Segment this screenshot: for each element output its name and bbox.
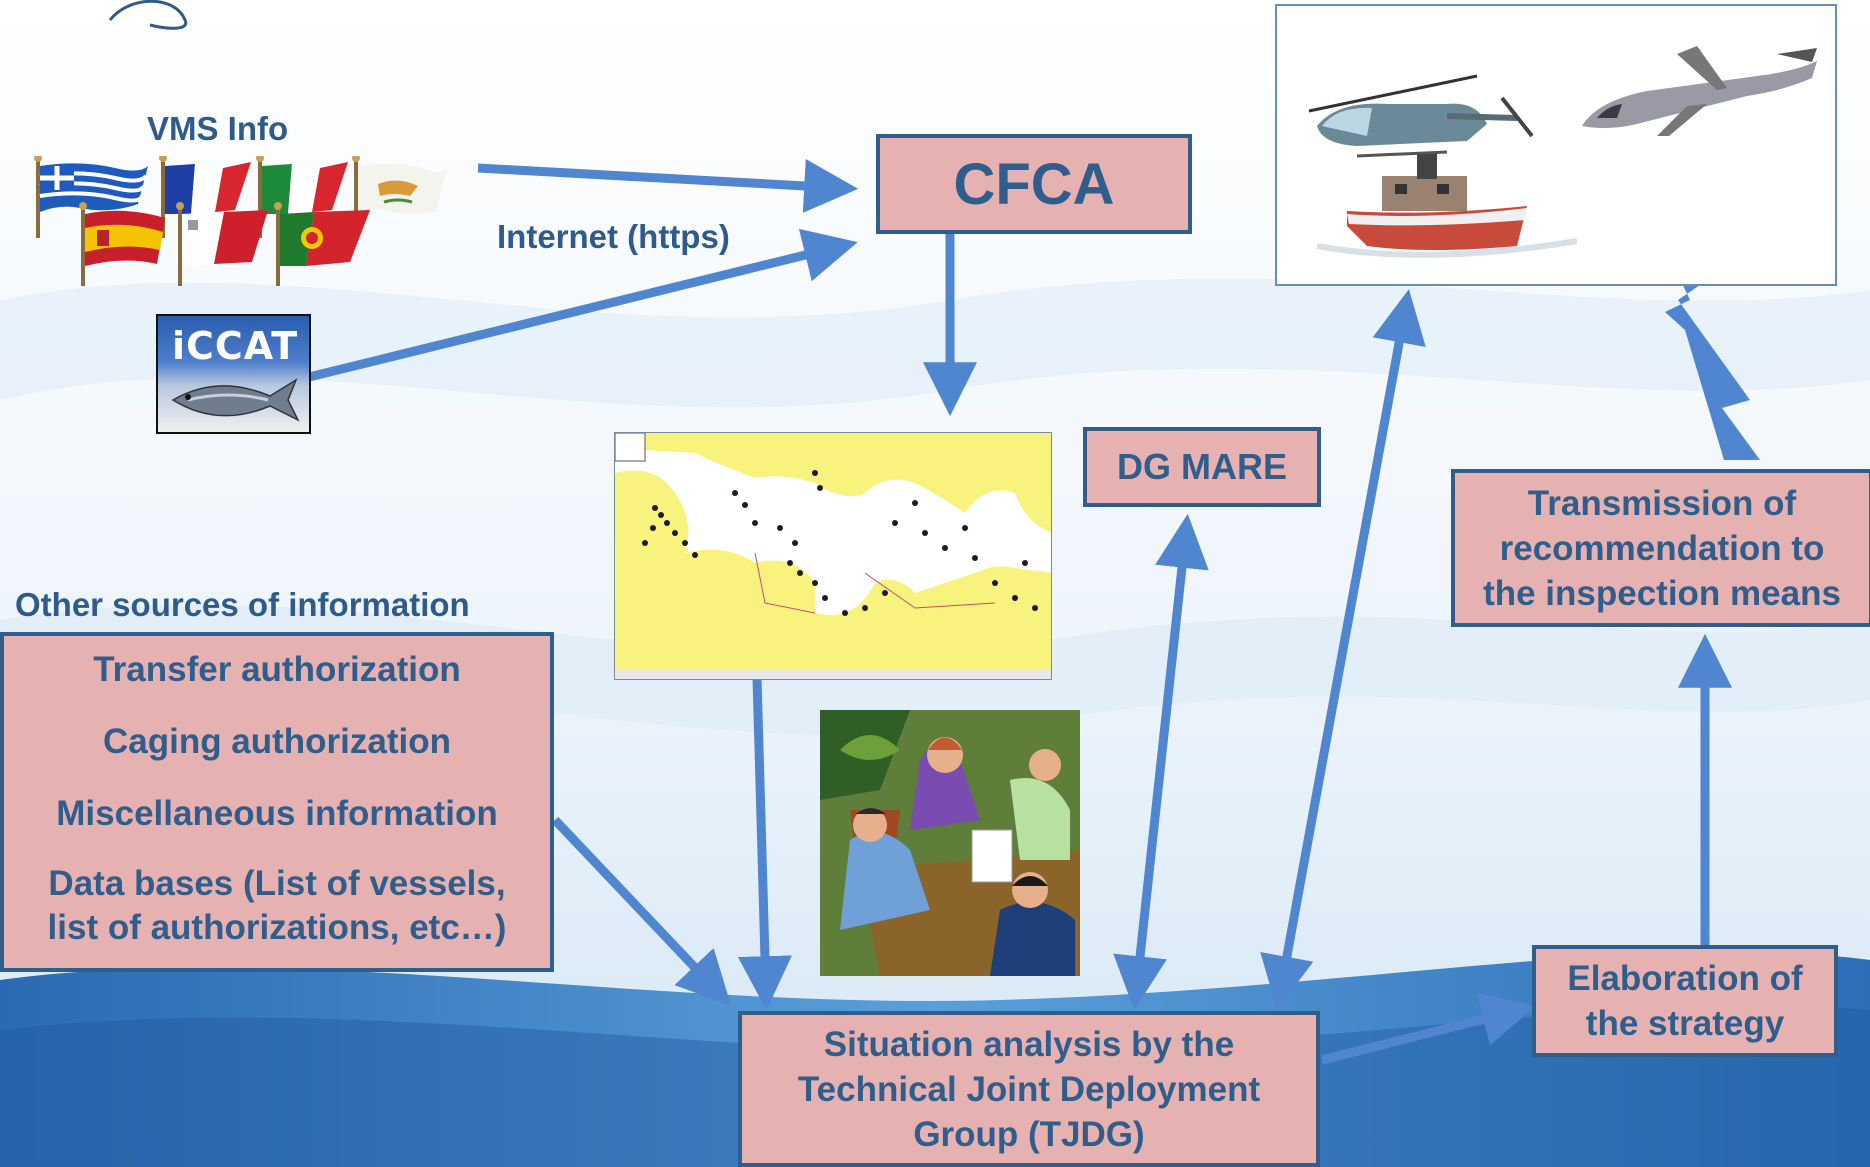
transmission-line-3: the inspection means <box>1483 573 1841 613</box>
transmission-line-2: recommendation to <box>1499 528 1825 568</box>
source-databases-line-2: list of authorizations, etc…) <box>47 908 507 947</box>
elaboration-line-2: the strategy <box>1585 1004 1785 1043</box>
inspection-means-panel <box>1275 4 1837 286</box>
map-graphic <box>615 433 1051 679</box>
transmission-line-1: Transmission of <box>1527 483 1797 523</box>
source-miscellaneous-information: Miscellaneous information <box>56 794 498 833</box>
situation-line-3: Group (TJDG) <box>913 1114 1145 1154</box>
arrow-iccat-to-cfca <box>303 228 858 383</box>
dg-mare-box: DG MARE <box>1083 427 1321 507</box>
portugal-flag-icon <box>274 202 370 286</box>
dg-mare-label: DG MARE <box>1117 446 1287 487</box>
patrol-boat-icon <box>1316 154 1578 258</box>
iccat-logo: iCCAT <box>156 314 311 434</box>
helicopter-icon <box>1308 74 1534 158</box>
situation-line-1: Situation analysis by the <box>823 1024 1235 1064</box>
elaboration-line-1: Elaboration of <box>1567 959 1803 998</box>
other-sources-label: Other sources of information <box>15 586 470 623</box>
greece-flag-icon <box>34 156 148 238</box>
spain-flag-icon <box>79 202 165 286</box>
italy-flag-icon <box>256 156 348 238</box>
meeting-graphic <box>820 710 1080 976</box>
cfca-label: CFCA <box>953 151 1115 217</box>
other-sources-box: Transfer authorization Caging authorizat… <box>0 632 554 972</box>
lightning-arrow <box>1640 195 1760 460</box>
tuna-icon <box>171 378 300 422</box>
arrow-vms-to-cfca <box>477 158 859 213</box>
iccat-logo-text: iCCAT <box>172 324 299 368</box>
cfca-box: CFCA <box>876 134 1192 234</box>
source-transfer-authorization: Transfer authorization <box>93 650 461 689</box>
inspection-means-graphic <box>1308 46 1817 258</box>
source-caging-authorization: Caging authorization <box>102 722 452 761</box>
arrow-map-to-situation <box>737 677 792 1011</box>
situation-line-2: Technical Joint Deployment <box>797 1069 1261 1109</box>
elaboration-box: Elaboration of the strategy <box>1532 945 1838 1057</box>
arrow-sources-to-situation <box>551 816 732 1006</box>
vms-info-label: VMS Info <box>147 110 289 147</box>
internet-label: Internet (https) <box>497 218 730 255</box>
arrow-situation-dgmare <box>1113 513 1209 1011</box>
transmission-box: Transmission of recommendation to the in… <box>1451 469 1870 627</box>
situation-analysis-box: Situation analysis by the Technical Join… <box>738 1011 1320 1167</box>
mediterranean-map <box>614 432 1052 680</box>
arrow-situation-to-elaboration <box>1320 993 1536 1065</box>
source-databases-line-1: Data bases (List of vessels, <box>48 864 506 903</box>
meeting-clipart <box>820 710 1080 976</box>
airplane-icon <box>1582 46 1817 136</box>
member-state-flags <box>34 156 448 286</box>
arrow-situation-assets <box>1260 289 1426 1010</box>
malta-flag-icon <box>176 202 268 286</box>
cyprus-flag-icon <box>352 156 448 238</box>
